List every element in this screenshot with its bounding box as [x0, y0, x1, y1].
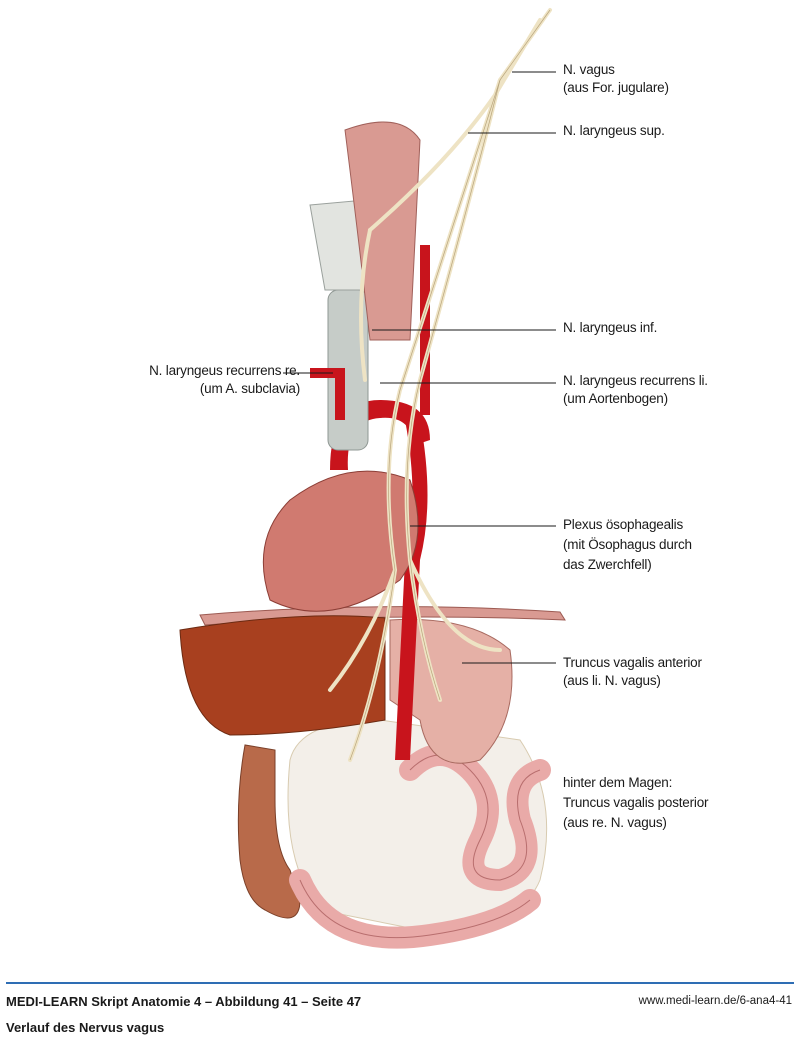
heart: [262, 470, 419, 612]
label-recurrens-li: N. laryngeus recurrens li. (um Aortenbog…: [563, 372, 708, 408]
small-intestine-outline: [299, 754, 541, 939]
label-line: (mit Ösophagus durch: [563, 537, 692, 552]
label-line: (um Aortenbogen): [563, 391, 668, 406]
label-line: N. laryngeus sup.: [563, 123, 665, 138]
right-subclavian: [310, 368, 345, 420]
label-recurrens-re: N. laryngeus recurrens re. (um A. subcla…: [149, 362, 300, 398]
leader-lines: [283, 71, 556, 664]
footer-url[interactable]: www.medi-learn.de/6-ana4-41: [638, 995, 792, 1007]
label-line: N. laryngeus recurrens re.: [149, 363, 300, 378]
label-line: Truncus vagalis anterior: [563, 655, 702, 670]
footer-divider: [6, 982, 794, 984]
nerve-outlines: [349, 9, 551, 761]
label-plexus-oesophagealis: Plexus ösophagealis (mit Ösophagus durch…: [563, 515, 692, 575]
colon: [237, 744, 301, 919]
label-n-laryngeus-inf: N. laryngeus inf.: [563, 319, 657, 337]
label-line: (aus For. jugulare): [563, 80, 669, 95]
pharynx-muscles: [344, 121, 421, 341]
label-line: Plexus ösophagealis: [563, 517, 684, 532]
label-truncus-anterior: Truncus vagalis anterior (aus li. N. vag…: [563, 654, 702, 690]
label-line: N. vagus: [563, 62, 615, 77]
label-line: (aus li. N. vagus): [563, 673, 661, 688]
label-line: N. laryngeus inf.: [563, 320, 658, 335]
label-line: hinter dem Magen:: [563, 775, 673, 790]
descending-aorta: [395, 420, 428, 760]
label-line: (aus re. N. vagus): [563, 815, 667, 830]
vagus-nerve-illustration: [179, 8, 566, 949]
label-line: (um A. subclavia): [199, 381, 300, 396]
figure-caption: Verlauf des Nervus vagus: [6, 1020, 165, 1035]
label-line: Truncus vagalis posterior: [563, 795, 709, 810]
label-n-vagus: N. vagus (aus For. jugulare): [563, 61, 669, 97]
label-truncus-posterior: hinter dem Magen: Truncus vagalis poster…: [563, 773, 709, 833]
label-line: das Zwerchfell): [563, 557, 652, 572]
footer-source: MEDI-LEARN Skript Anatomie 4 – Abbildung…: [6, 994, 362, 1009]
stomach: [389, 618, 513, 764]
label-line: N. laryngeus recurrens li.: [563, 373, 708, 388]
liver: [179, 615, 386, 736]
label-n-laryngeus-sup: N. laryngeus sup.: [563, 122, 665, 140]
